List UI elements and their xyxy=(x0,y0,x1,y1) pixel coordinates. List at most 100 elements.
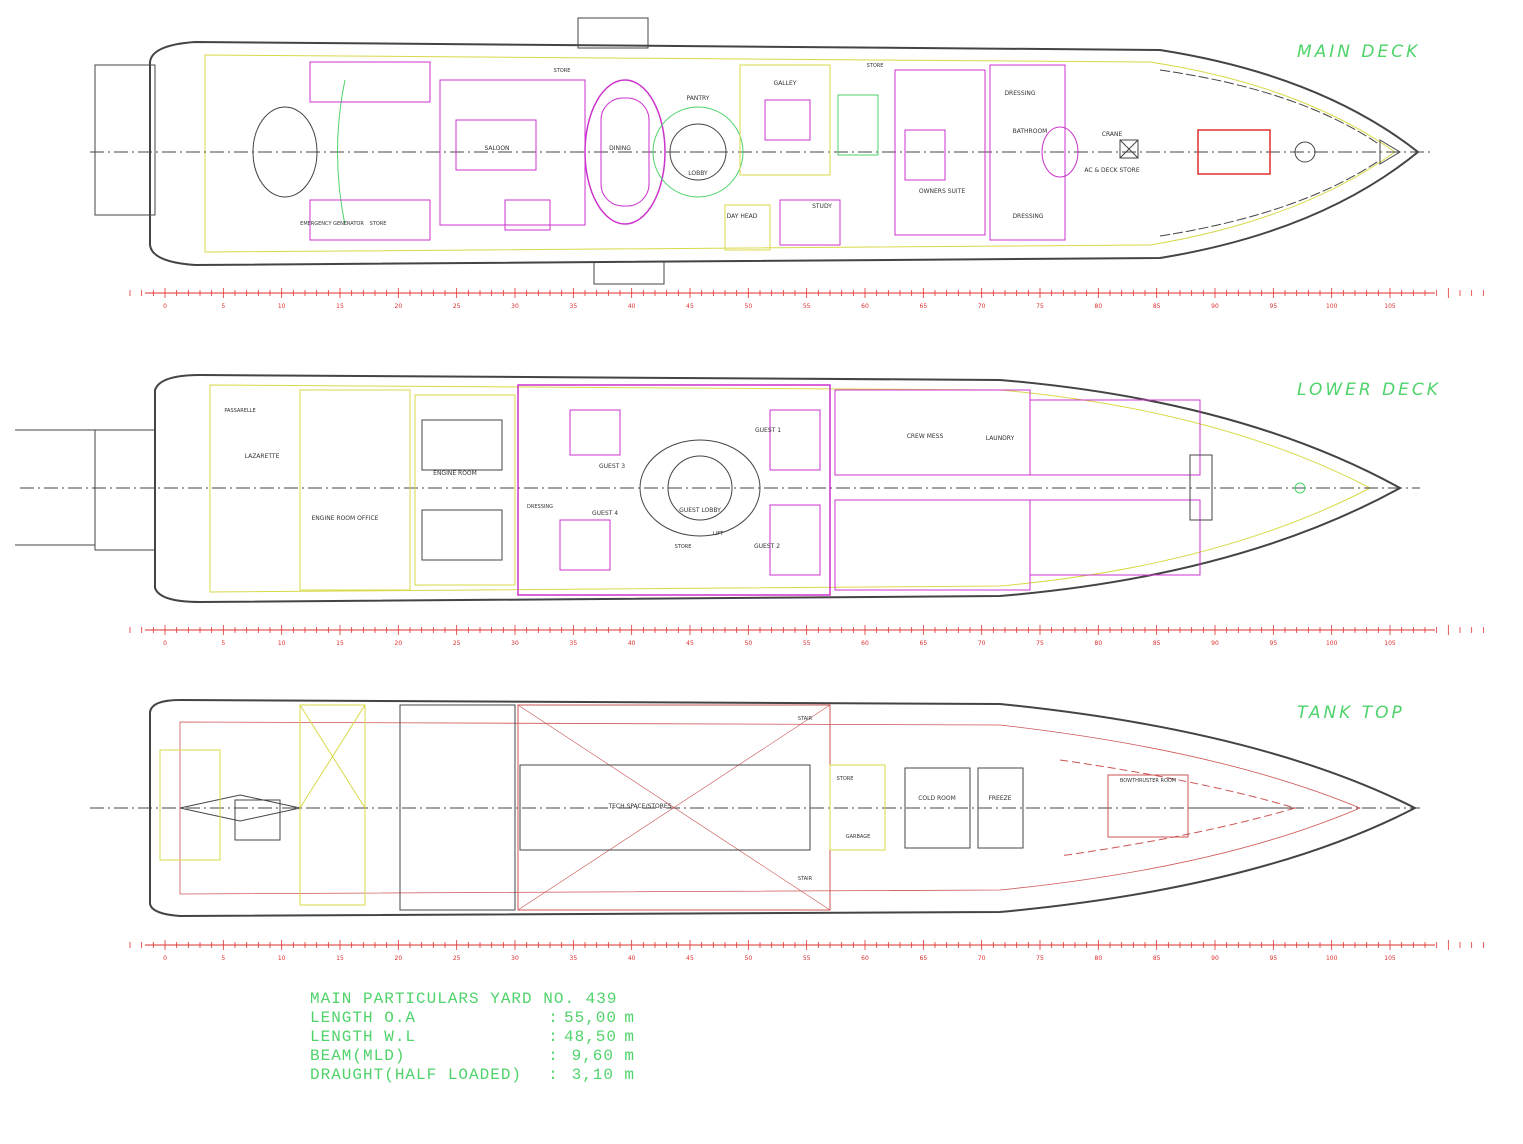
particulars-unit: m xyxy=(624,1009,634,1027)
scale-label: 30 xyxy=(511,640,519,647)
scale-label: 50 xyxy=(745,640,753,647)
scale-label: 100 xyxy=(1326,640,1338,647)
scale-label: 30 xyxy=(511,303,519,310)
lower-deck-room-guest-1: GUEST 1 xyxy=(755,427,781,434)
scale-label: 50 xyxy=(745,955,753,962)
scale-label: 60 xyxy=(861,640,869,647)
particulars-value: 48,50 xyxy=(564,1028,618,1046)
tank-top-room-store: STORE xyxy=(837,776,854,782)
scale-label: 80 xyxy=(1095,640,1103,647)
tank-top-room-cold-room: COLD ROOM xyxy=(918,795,956,802)
particulars-value: 9,60 xyxy=(571,1047,614,1065)
main-deck-room-saloon: SALOON xyxy=(484,145,509,152)
particulars-value: 55,00 xyxy=(564,1009,618,1027)
scale-label: 75 xyxy=(1036,303,1044,310)
scale-label: 45 xyxy=(686,303,694,310)
scale-label: 15 xyxy=(336,303,344,310)
scale-label: 10 xyxy=(278,955,286,962)
scale-label: 40 xyxy=(628,303,636,310)
lower-deck-room-guest-3: GUEST 3 xyxy=(599,463,625,470)
main-deck-room-dressing-1: DRESSING xyxy=(1004,90,1035,97)
scale-label: 105 xyxy=(1384,955,1396,962)
main-deck-plan xyxy=(90,17,1430,285)
scale-label: 70 xyxy=(978,640,986,647)
tank-top-room-tech-space: TECH SPACE/STORES xyxy=(607,803,671,810)
scale-label: 65 xyxy=(920,955,928,962)
scale-label: 60 xyxy=(861,303,869,310)
particulars-label: BEAM(MLD) xyxy=(310,1047,406,1065)
frame-scale-tank-top: 0 5 10 15 20 25 30 35 40 45 50 55 60 65 70 75 80 85 90 95 10… xyxy=(129,940,1484,962)
particulars-unit: m xyxy=(624,1066,634,1084)
scale-label: 5 xyxy=(221,640,225,647)
scale-label: 65 xyxy=(920,303,928,310)
scale-label: 0 xyxy=(163,303,167,310)
lower-deck-room-lift: LIFT xyxy=(713,531,724,537)
scale-label: 15 xyxy=(336,955,344,962)
scale-label: 10 xyxy=(278,640,286,647)
scale-label: 85 xyxy=(1153,640,1161,647)
scale-label: 75 xyxy=(1036,640,1044,647)
main-deck-room-emergency-generator: EMERGENCY GENERATOR xyxy=(300,221,364,227)
scale-label: 105 xyxy=(1384,303,1396,310)
scale-label: 5 xyxy=(221,955,225,962)
scale-label: 0 xyxy=(163,955,167,962)
scale-label: 55 xyxy=(803,303,811,310)
lower-deck-room-guest-4: GUEST 4 xyxy=(592,510,618,517)
scale-label: 25 xyxy=(453,303,461,310)
scale-label: 65 xyxy=(920,640,928,647)
scale-label: 45 xyxy=(686,640,694,647)
scale-label: 25 xyxy=(453,955,461,962)
scale-label: 100 xyxy=(1326,955,1338,962)
scale-label: 95 xyxy=(1270,955,1278,962)
main-deck-room-dining: DINING xyxy=(609,145,631,152)
scale-label: 35 xyxy=(570,640,578,647)
scale-label: 5 xyxy=(221,303,225,310)
main-deck-room-lobby: LOBBY xyxy=(688,170,708,177)
scale-label: 80 xyxy=(1095,303,1103,310)
particulars-heading: MAIN PARTICULARS YARD NO. 439 xyxy=(310,990,618,1008)
scale-label: 45 xyxy=(686,955,694,962)
main-deck-room-dressing-2: DRESSING xyxy=(1012,213,1043,220)
tank-top-room-stair-2: STAIR xyxy=(798,876,813,882)
scale-label: 105 xyxy=(1384,640,1396,647)
lower-deck-room-guest-2: GUEST 2 xyxy=(754,543,780,550)
tank-top-room-bowthruster: BOWTHRUSTER ROOM xyxy=(1120,778,1176,784)
main-deck-room-store-1: STORE xyxy=(554,68,571,74)
scale-label: 85 xyxy=(1153,955,1161,962)
scale-label: 40 xyxy=(628,955,636,962)
main-deck-room-day-head: DAY HEAD xyxy=(727,213,758,220)
tank-top-room-freeze: FREEZE xyxy=(988,795,1011,802)
main-deck-title: MAIN DECK xyxy=(1297,42,1421,62)
lower-deck-plan xyxy=(15,373,1420,604)
scale-label: 55 xyxy=(803,955,811,962)
scale-label: 0 xyxy=(163,640,167,647)
particulars-unit: m xyxy=(624,1047,634,1065)
scale-label: 70 xyxy=(978,955,986,962)
scale-label: 90 xyxy=(1211,955,1219,962)
scale-label: 20 xyxy=(395,955,403,962)
scale-label: 80 xyxy=(1095,955,1103,962)
scale-label: 95 xyxy=(1270,640,1278,647)
lower-deck-room-engine-room-office: ENGINE ROOM OFFICE xyxy=(312,515,379,522)
tank-top-plan xyxy=(90,698,1420,918)
scale-label: 95 xyxy=(1270,303,1278,310)
scale-label: 30 xyxy=(511,955,519,962)
main-particulars: MAIN PARTICULARS YARD NO. 439 LENGTH O.A… xyxy=(310,990,634,1085)
lower-deck-room-lazarette: LAZARETTE xyxy=(245,453,280,460)
main-deck-room-owners-suite: OWNERS SUITE xyxy=(919,188,965,195)
main-deck-room-ac-deck-store: AC & DECK STORE xyxy=(1084,167,1139,174)
particulars-unit: m xyxy=(624,1028,634,1046)
scale-label: 85 xyxy=(1153,303,1161,310)
main-deck-room-galley: GALLEY xyxy=(774,80,797,87)
main-deck-hull xyxy=(149,40,1420,267)
scale-label: 60 xyxy=(861,955,869,962)
scale-label: 75 xyxy=(1036,955,1044,962)
particulars-label: LENGTH W.L xyxy=(310,1028,417,1046)
scale-label: 35 xyxy=(570,955,578,962)
scale-label: 90 xyxy=(1211,640,1219,647)
lower-deck-room-passarelle: PASSARELLE xyxy=(224,408,255,414)
